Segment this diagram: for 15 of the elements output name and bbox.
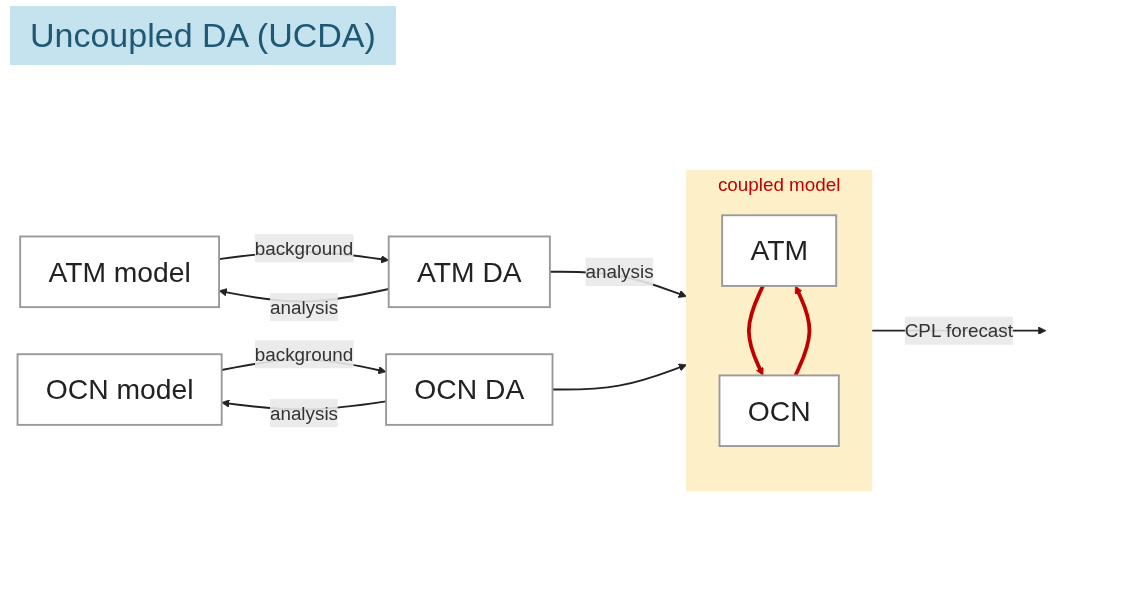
edge-label: analysis	[269, 403, 338, 424]
edge-label: analysis	[585, 261, 654, 283]
edge-label: CPL forecast	[904, 320, 1013, 342]
node-box: OCN	[718, 374, 840, 448]
node-box: ATM model	[19, 235, 220, 309]
node-box: ATM	[721, 214, 838, 288]
arrow	[747, 285, 765, 377]
node-box: OCN model	[16, 353, 223, 427]
edge-label: background	[254, 344, 354, 365]
edge-label: background	[254, 238, 354, 259]
edge-label: analysis	[270, 297, 339, 318]
node-box: OCN DA	[385, 353, 554, 427]
arrow	[793, 285, 812, 377]
node-box: ATM DA	[387, 235, 551, 309]
title: Uncoupled DA (UCDA)	[10, 6, 396, 65]
